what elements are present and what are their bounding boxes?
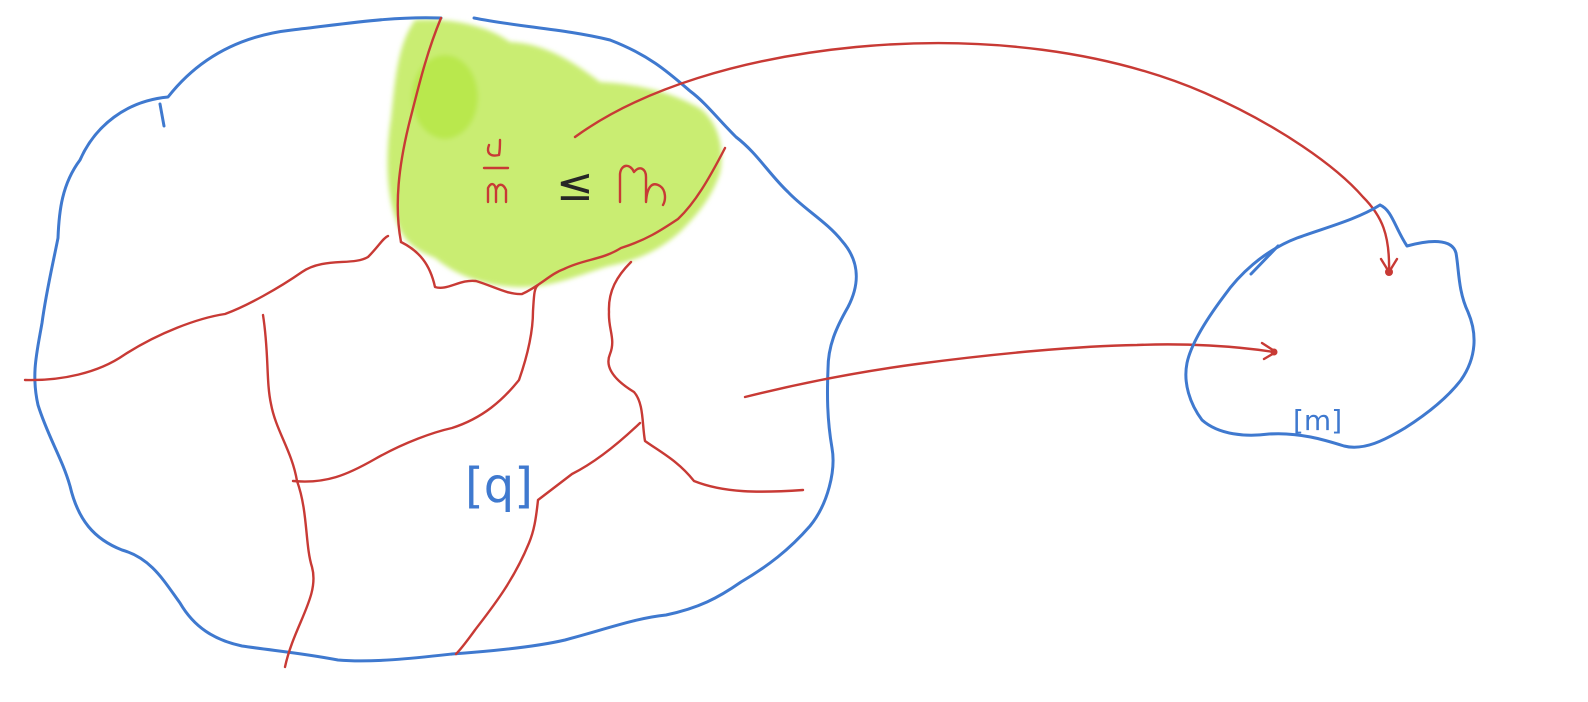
- partition-line-left-top: [396, 16, 443, 244]
- small-set-outline-accent: [1249, 244, 1280, 276]
- large-set-label: [q]: [465, 458, 533, 514]
- partition-lines: [23, 16, 805, 669]
- partition-line-right: [607, 260, 805, 493]
- partition-line-left: [23, 234, 390, 382]
- partition-line-bottom-right: [454, 421, 642, 656]
- dot-icon: [1270, 348, 1278, 356]
- highlight-focus-spot: [412, 55, 478, 139]
- upper-mapping-arrow: [573, 41, 1391, 274]
- bound-text-stroke: [618, 164, 667, 207]
- partition-line-center: [291, 283, 540, 483]
- small-set-label: [m]: [1293, 404, 1342, 437]
- highlight-bottom-boundary: [399, 146, 727, 296]
- lower-mapping-arrow: [743, 343, 1276, 399]
- small-set-diagram: [1184, 203, 1476, 449]
- dot-icon: [1385, 268, 1393, 276]
- mapping-arrows: [573, 41, 1399, 399]
- large-set-outline-tick: [158, 102, 166, 128]
- fraction-numerator-stroke: [486, 138, 502, 157]
- fraction-denominator-stroke: [486, 182, 508, 204]
- inequality-symbol: ≤: [556, 158, 594, 211]
- small-set-outline: [1184, 203, 1476, 449]
- highlighted-partition-region: [387, 19, 722, 288]
- inequality-annotation: n m ≤ big: [482, 138, 667, 211]
